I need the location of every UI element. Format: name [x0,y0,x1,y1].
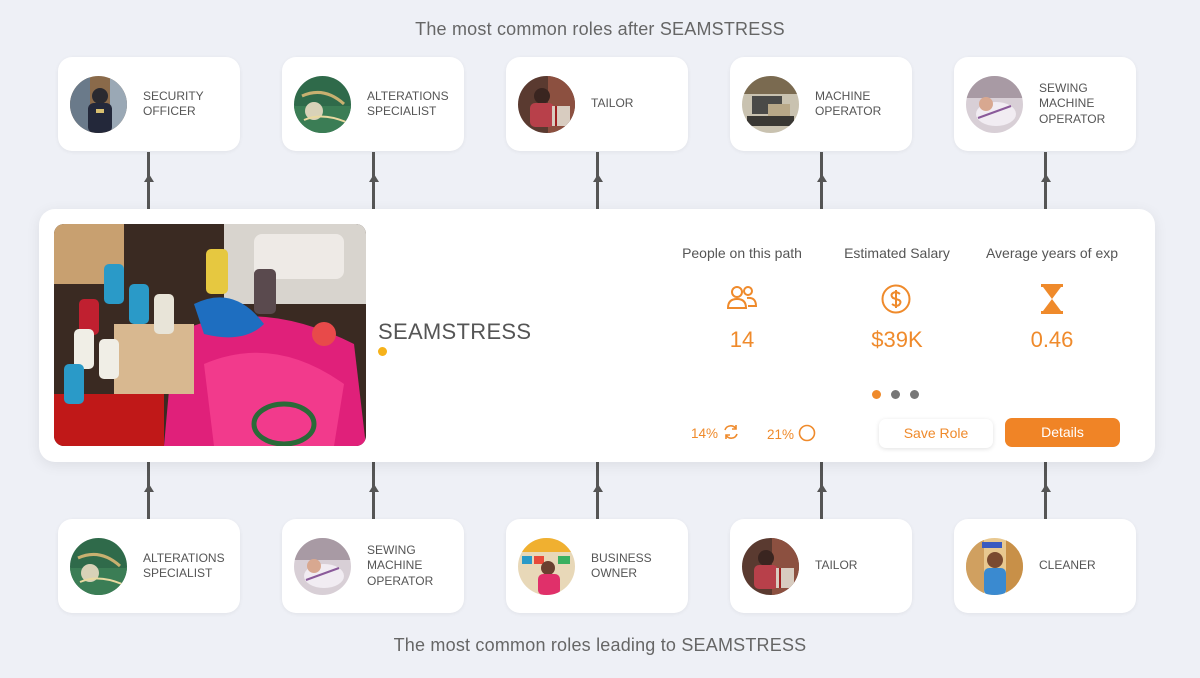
previous-role-card-sewing-machine-operator[interactable]: SEWING MACHINE OPERATOR [282,519,464,613]
status-dot [378,347,387,356]
experience-stat-label: Average years of exp [985,245,1119,261]
salary-stat-value: $39K [871,327,923,352]
sewing-machine-operator-avatar [294,537,351,595]
cleaner-avatar [966,537,1023,595]
machine-operator-avatar [742,75,799,133]
previous-roles-heading: The most common roles leading to SEAMSTR… [393,635,807,655]
pager-dot-2[interactable] [891,390,900,399]
role-label: CLEANER [1039,558,1096,573]
arrow-up-icon [144,484,154,492]
previous-role-card-business-owner[interactable]: BUSINESS OWNER [506,519,688,613]
people-stat-value: 14 [729,327,755,352]
retention-value: 14% [691,426,719,441]
security-officer-avatar [70,75,127,133]
business-owner-avatar [518,537,575,595]
circle-icon [798,424,816,445]
circle-stat: 21% [767,424,816,445]
tailor-avatar [742,537,799,595]
previous-role-card-cleaner[interactable]: CLEANER [954,519,1136,613]
arrow-up-icon [1041,174,1051,182]
save-role-button[interactable]: Save Role [879,419,993,448]
arrow-up-icon [593,174,603,182]
role-label: ALTERATIONS SPECIALIST [367,88,449,119]
next-role-card-machine-operator[interactable]: MACHINE OPERATOR [730,57,912,151]
arrow-up-icon [369,174,379,182]
previous-role-card-alterations-specialist[interactable]: ALTERATIONS SPECIALIST [58,519,240,613]
retention-stat: 14% [691,424,740,443]
circle-stat-value: 21% [767,427,795,442]
role-label: TAILOR [815,558,858,573]
pager-dot-1[interactable] [872,390,881,399]
role-label: MACHINE OPERATOR [815,88,882,119]
previous-role-card-tailor[interactable]: TAILOR [730,519,912,613]
arrow-up-icon [817,484,827,492]
details-button[interactable]: Details [1005,418,1120,447]
pager-dot-3[interactable] [910,390,919,399]
experience-stat-value: 0.46 [1030,327,1074,352]
role-label: SEWING MACHINE OPERATOR [367,542,434,588]
alterations-specialist-avatar [294,75,351,133]
role-label: ALTERATIONS SPECIALIST [143,550,225,581]
people-icon [726,284,758,315]
next-roles-heading: The most common roles after SEAMSTRESS [415,19,785,39]
arrow-up-icon [817,174,827,182]
next-role-card-security-officer[interactable]: SECURITY OFFICER [58,57,240,151]
role-label: TAILOR [591,96,634,111]
role-label: SECURITY OFFICER [143,88,204,119]
dollar-icon [881,284,911,319]
salary-stat-label: Estimated Salary [844,245,950,261]
role-label: SEWING MACHINE OPERATOR [1039,80,1106,126]
arrow-up-icon [144,174,154,182]
next-role-card-sewing-machine-operator[interactable]: SEWING MACHINE OPERATOR [954,57,1136,151]
sewing-machine-operator-avatar [966,75,1023,133]
seamstress-hero-image [54,224,366,446]
role-label: BUSINESS OWNER [591,550,652,581]
hourglass-icon [1041,284,1063,319]
people-stat-label: People on this path [682,245,802,261]
tailor-avatar [518,75,575,133]
current-role-title: SEAMSTRESS [378,319,532,344]
alterations-specialist-avatar [70,537,127,595]
refresh-icon [722,424,740,443]
next-role-card-alterations-specialist[interactable]: ALTERATIONS SPECIALIST [282,57,464,151]
arrow-up-icon [1041,484,1051,492]
arrow-up-icon [369,484,379,492]
current-role-card: SEAMSTRESS People on this path Estimated… [39,209,1155,462]
next-role-card-tailor[interactable]: TAILOR [506,57,688,151]
arrow-up-icon [593,484,603,492]
